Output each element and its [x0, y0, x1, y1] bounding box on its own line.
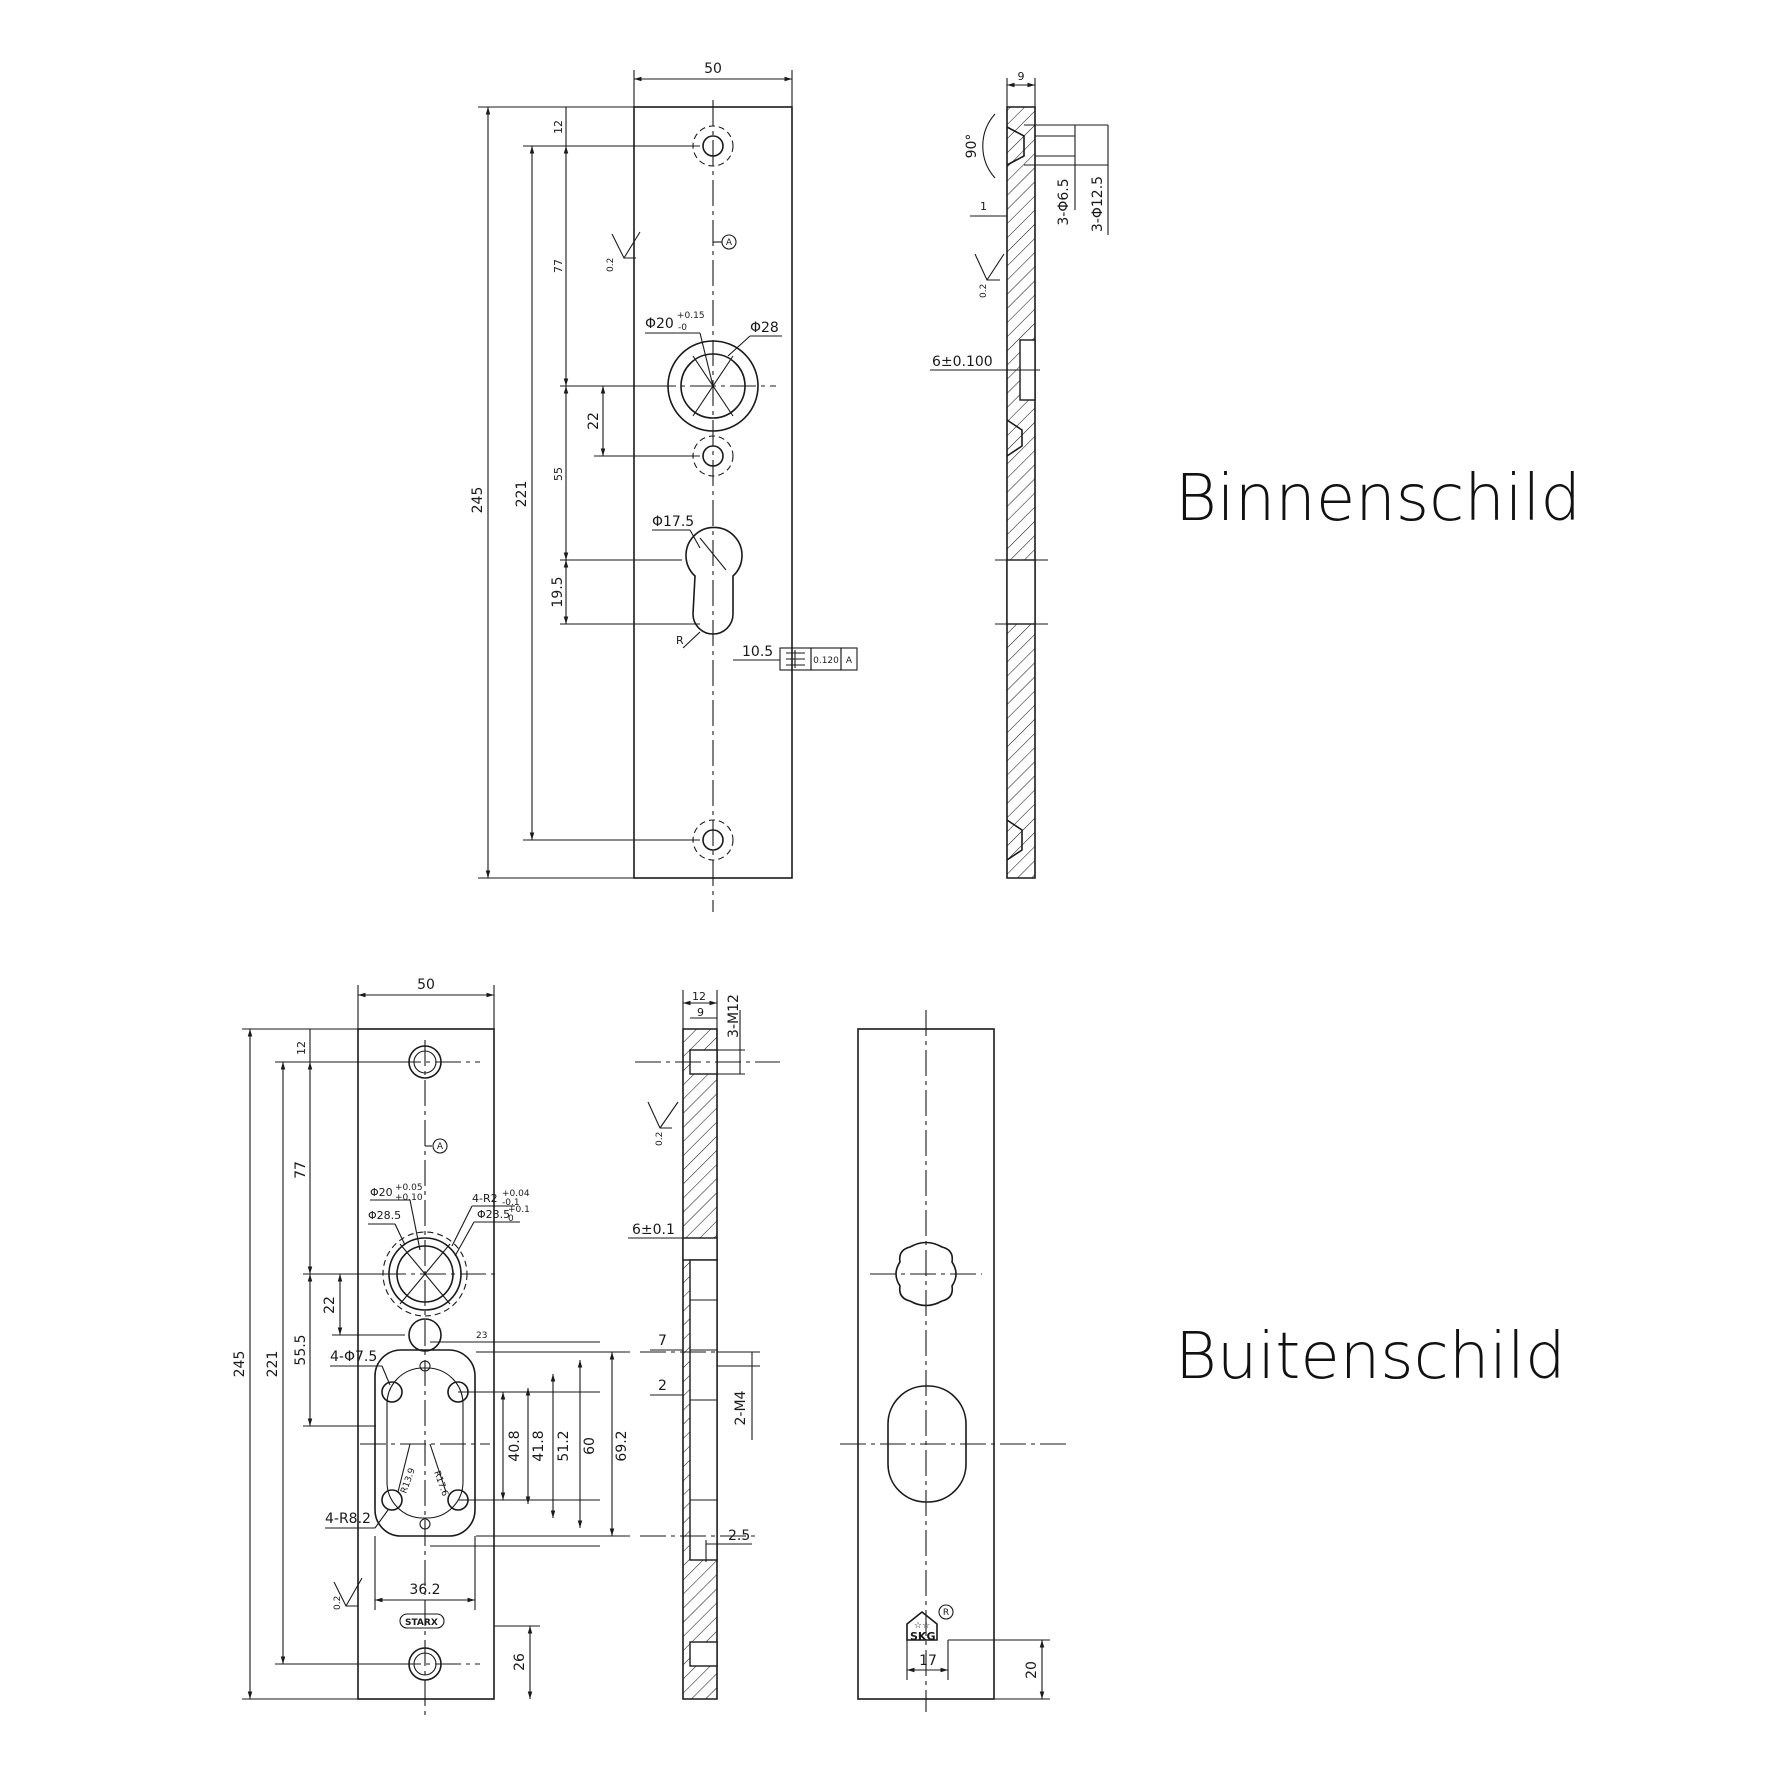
- outer-outer-tol2: 0: [508, 1214, 514, 1224]
- outer-d362: 36.2: [409, 1582, 440, 1598]
- skg-mark: [906, 1610, 938, 1641]
- outer-side-roughness: [647, 1101, 679, 1129]
- outer-cylinder-recess: [374, 1349, 476, 1537]
- inner-cyl-to-bottom-dim: 19.5: [550, 576, 566, 607]
- inner-spindle-inner-label: Φ20: [645, 316, 674, 332]
- outer-bottom-offset: 26: [512, 1653, 528, 1671]
- outer-top-offset-dim: 12: [295, 1041, 308, 1055]
- outer-r-small: R13.9: [399, 1467, 417, 1495]
- outer-roughness-value: 0.2: [333, 1596, 343, 1610]
- inner-tolerance-ref: A: [846, 656, 853, 666]
- inner-side-roughness-value: 0.2: [979, 284, 989, 298]
- outer-side-d7: 7: [658, 1333, 667, 1349]
- outer-corner-r-label: 4-R8.2: [325, 1511, 371, 1527]
- inner-side-hole-small: 3-Φ6.5: [1056, 178, 1072, 225]
- inner-width-dim: 50: [704, 61, 722, 77]
- outer-spindle-to-hole-dim: 22: [322, 1296, 338, 1314]
- outer-d692: 69.2: [614, 1430, 630, 1461]
- outer-back-spindle-cutout: [895, 1241, 957, 1307]
- inner-side-step: 1: [980, 200, 987, 213]
- outer-back-d20: 20: [1024, 1661, 1040, 1679]
- outer-mid-hole: [408, 1318, 442, 1352]
- inner-side-thickness: 9: [1018, 70, 1025, 83]
- outer-side-d12: 12: [692, 990, 706, 1003]
- outer-total-height-dim: 245: [232, 1351, 248, 1378]
- inner-spindle-tol2: -0: [678, 323, 687, 333]
- inner-roughness-symbol: [611, 231, 641, 259]
- outer-spindle-tol: +0.05: [395, 1183, 423, 1193]
- registered-label: R: [943, 1608, 949, 1618]
- outer-hole4-label: 4-Φ7.5: [330, 1349, 377, 1365]
- inner-side-view: 9 90° 1 3-Φ6.5 3-Φ12.5 0.2 6±0.100: [930, 70, 1109, 879]
- outer-side-thread: 3-M12: [726, 994, 742, 1038]
- inner-side-angle: 90°: [964, 134, 980, 159]
- outer-to-spindle-dim: 77: [293, 1161, 309, 1179]
- outer-hole-spacing-dim: 221: [265, 1351, 281, 1378]
- outer-side-thread2: 2-M4: [733, 1390, 749, 1425]
- outer-d418: 41.8: [531, 1430, 547, 1461]
- outer-front-view: 50 245 221 12 77 55.5 22 Φ20 +0.05 +0.10…: [232, 977, 630, 1715]
- inner-slot-dim: 10.5: [742, 644, 773, 660]
- inner-side-section: [1006, 106, 1036, 879]
- inner-radius-label: R: [676, 634, 684, 647]
- title-buitenschild: Buitenschild: [1175, 1320, 1566, 1394]
- inner-mid-hole: [702, 445, 724, 467]
- inner-total-height-dim: 245: [470, 487, 486, 514]
- outer-d512: 51.2: [556, 1430, 572, 1461]
- inner-hole-spacing-dim: 221: [514, 481, 530, 508]
- outer-d60: 60: [582, 1437, 598, 1455]
- inner-spindle-outer-label: Φ28: [750, 320, 779, 336]
- outer-spindle-ring-label: Φ28.5: [368, 1209, 401, 1222]
- outer-spindle-outer-label: Φ23.5: [477, 1208, 510, 1221]
- inner-side-hole-large: 3-Φ12.5: [1090, 176, 1106, 232]
- outer-side-view: 12 9 3-M12 0.2 6±0.1 7 2 2-M4 2.5: [628, 990, 780, 1700]
- inner-front-view: 50 245 221 12 77 55 19.5 22 Φ20 +0.15 -0: [470, 61, 858, 912]
- outer-plate-outline: [357, 1028, 495, 1700]
- inner-bottom-hole: [702, 829, 724, 851]
- outer-d23: 23: [476, 1331, 487, 1341]
- outer-side-boss: 6±0.1: [632, 1222, 675, 1238]
- outer-spindle-inner-label: Φ20: [370, 1186, 393, 1199]
- inner-datum-label: A: [726, 238, 733, 248]
- inner-to-spindle-dim: 77: [552, 259, 565, 273]
- outer-side-d9: 9: [697, 1006, 704, 1019]
- outer-back-view: ☆☆ SKG R 17 20: [840, 1010, 1070, 1712]
- outer-spindle-to-cyl-dim: 55.5: [293, 1334, 309, 1365]
- outer-d408: 40.8: [507, 1430, 523, 1461]
- starx-logo: [399, 1613, 445, 1629]
- inner-cylinder-hole: [685, 526, 743, 635]
- outer-back-d17: 17: [919, 1653, 937, 1669]
- outer-roughness-symbol: [333, 1577, 363, 1607]
- outer-side-roughness-value: 0.2: [655, 1132, 665, 1146]
- outer-datum-circle: [432, 1138, 448, 1154]
- inner-spindle-to-cyl-dim: 55: [552, 467, 565, 481]
- outer-spindle-tol2: +0.10: [395, 1193, 423, 1203]
- inner-spindle-to-hole-dim: 22: [586, 412, 602, 430]
- outer-width-dim: 50: [417, 977, 435, 993]
- inner-side-boss: 6±0.100: [932, 354, 993, 370]
- skg-label: SKG: [910, 1630, 935, 1643]
- outer-side-d25: 2.5: [728, 1528, 750, 1544]
- outer-notch-tol2: -0.1: [502, 1198, 520, 1208]
- inner-top-hole: [702, 135, 724, 157]
- svg-text:☆☆: ☆☆: [914, 1621, 930, 1631]
- outer-datum-label: A: [437, 1142, 444, 1152]
- inner-tolerance-value: 0.120: [813, 656, 839, 666]
- inner-spindle-tol: +0.15: [677, 311, 705, 321]
- starx-brand: STARX: [405, 1618, 438, 1628]
- inner-top-offset-dim: 12: [552, 120, 565, 134]
- outer-outer-tol: +0.1: [508, 1205, 530, 1215]
- inner-side-roughness: [974, 253, 1005, 281]
- outer-notch-label: 4-R2: [472, 1192, 498, 1205]
- inner-cyl-dia-label: Φ17.5: [652, 514, 694, 530]
- inner-roughness-value: 0.2: [606, 258, 616, 272]
- inner-datum-circle: [721, 234, 737, 250]
- outer-side-d2: 2: [658, 1378, 667, 1394]
- registered-circle: [938, 1604, 954, 1620]
- outer-notch-tol: +0.04: [502, 1189, 530, 1199]
- title-binnenschild: Binnenschild: [1175, 462, 1581, 536]
- outer-r-large: R17.6: [431, 1470, 449, 1498]
